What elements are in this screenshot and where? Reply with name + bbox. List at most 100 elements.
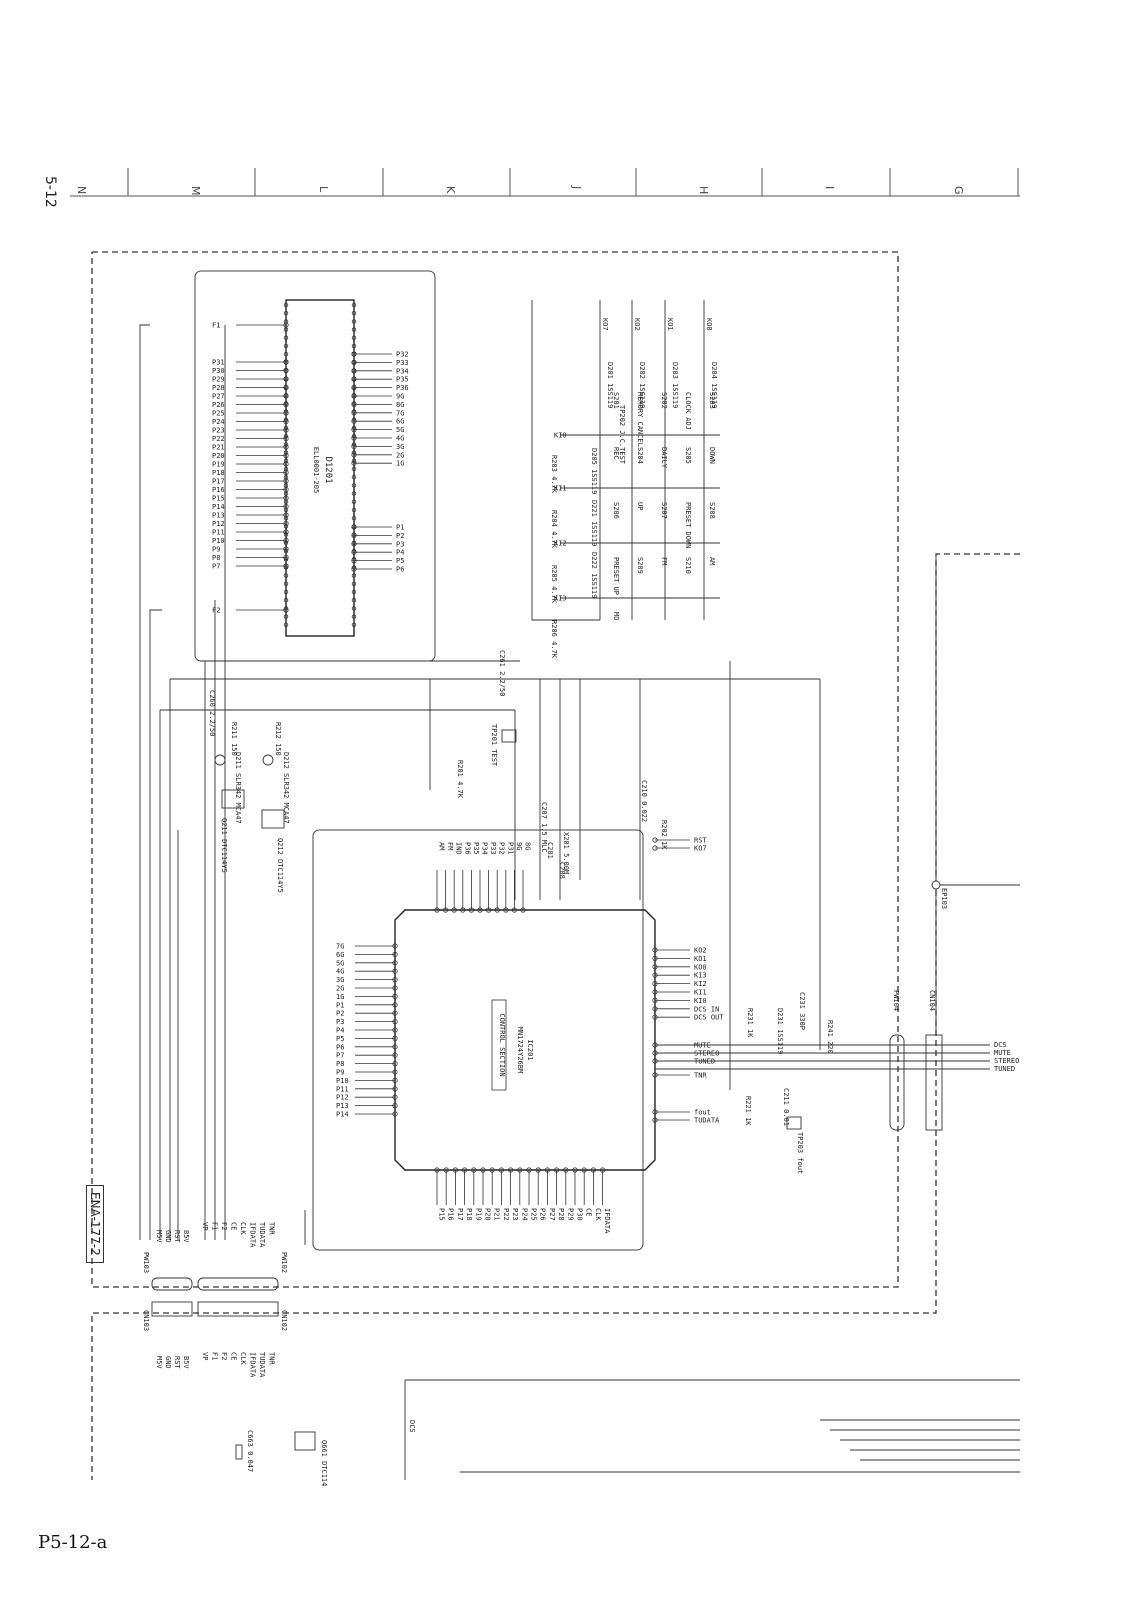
display-pin-dot — [283, 475, 289, 480]
key-switch-label: S205 — [684, 447, 692, 464]
display-pin — [351, 426, 357, 433]
display-pin-dot — [351, 565, 357, 570]
display-pin-dot — [283, 425, 289, 431]
mcu-pin — [494, 907, 500, 913]
display-pin — [351, 418, 357, 424]
connector-signal-label: TUNED — [994, 1065, 1015, 1073]
key-switch-label: S207 — [660, 502, 668, 519]
display-pin-dot — [283, 368, 289, 373]
mcu-pin — [452, 1167, 458, 1173]
mcu-top-pin-label: P35 — [472, 842, 480, 855]
display-pin-dot — [351, 466, 357, 472]
part-label: X201 5.00M — [562, 832, 570, 874]
mcu-right-signal-label: TUDATA — [694, 1117, 720, 1125]
display-pin-label-left: P31 — [212, 359, 225, 367]
mcu-right-signal-label: STEREO — [694, 1050, 719, 1058]
wiring — [139, 324, 821, 1245]
mcu-right-signal-label: KI1 — [694, 989, 707, 997]
connector-signal-label: TNR — [268, 1352, 276, 1365]
mcu-left-pin-label: 1G — [336, 993, 344, 1001]
display-pin-label-right: 8G — [396, 401, 404, 409]
key-switch-label: FM — [660, 557, 668, 565]
mcu-left-pin-label: P2 — [336, 1010, 344, 1018]
key-switch-label: AM — [708, 557, 716, 565]
mcu-top-pin-label: P36 — [463, 842, 471, 855]
part-label: D212 SLR342 MCA47 — [282, 752, 290, 824]
display-pin-dot — [283, 450, 289, 455]
display-pin-dot — [351, 516, 357, 521]
mcu-right-signal-label: KI3 — [694, 972, 707, 980]
display-pin — [283, 452, 289, 459]
mcu-pin — [652, 837, 658, 843]
display-pin-dot — [283, 401, 289, 406]
connector-signal-label: GND — [164, 1356, 172, 1369]
display-pin — [351, 401, 357, 407]
display-pin — [283, 503, 289, 510]
mcu-pin — [480, 1167, 486, 1173]
mcu-top-pin-label: P32 — [498, 842, 506, 855]
display-pin-label-left: P12 — [212, 520, 225, 528]
part-label: R221 1K — [744, 1096, 752, 1126]
key-diode-label: D205 1SS119 — [590, 448, 598, 494]
mcu-top-pin-label: AM — [438, 842, 446, 850]
display-pin-dot — [283, 417, 289, 422]
mcu-pin — [535, 1167, 541, 1173]
display-pin-label-left: P7 — [212, 563, 220, 571]
display-pin-dot — [283, 319, 289, 324]
display-pin — [351, 443, 357, 449]
connector-ref: PW104 — [892, 990, 900, 1011]
part-label: C231 330P — [798, 992, 806, 1030]
display-pin-label-left: P27 — [212, 393, 225, 401]
display-pin-label-left: P29 — [212, 376, 225, 384]
mcu-pin — [392, 968, 398, 974]
mcu-part: MN1724Y26BM — [516, 1027, 524, 1073]
display-pin — [283, 607, 289, 613]
mcu-pin — [477, 907, 483, 913]
display-pin — [283, 554, 289, 561]
mcu-pin — [485, 907, 492, 913]
display-pin-label-right: P5 — [396, 557, 404, 565]
mcu-bottom-pin-label: P29 — [566, 1208, 574, 1221]
mcu-left-pin-label: P12 — [336, 1094, 349, 1102]
key-switch-label: DAILY — [660, 447, 668, 469]
mcu-pin — [652, 972, 658, 978]
mcu-right-signal-label: TUNED — [694, 1058, 715, 1066]
mcu-pin — [526, 1167, 532, 1173]
key-input-label: KI2 — [554, 540, 567, 548]
key-switch-label: UP — [636, 502, 644, 510]
mcu-pin — [581, 1167, 587, 1173]
display-pin-dot — [283, 442, 289, 447]
display-pin-dot — [351, 360, 357, 365]
mcu-pin — [489, 1167, 495, 1173]
display-pin — [283, 444, 289, 450]
display-pin-dot — [351, 343, 357, 349]
display-pin-label-left: P28 — [212, 384, 225, 392]
display-pin-dot — [283, 434, 289, 439]
display-pin — [283, 461, 289, 467]
mcu-pin — [652, 997, 658, 1004]
mcu-bottom-pin-label: P19 — [474, 1208, 482, 1221]
display-pin-dot — [283, 360, 289, 365]
key-diode-label: D202 1SS119 — [638, 362, 646, 408]
display-pin — [283, 469, 289, 476]
mcu-right-signal-label: KI2 — [694, 980, 707, 988]
mcu-pin — [652, 947, 658, 953]
page-footer: P5-12-a — [38, 1532, 108, 1553]
display-pin-dot — [351, 573, 357, 578]
display-pin-dot — [351, 368, 357, 373]
display-pin-dot — [283, 499, 289, 504]
mcu-bottom-pin-label: P27 — [548, 1208, 556, 1221]
mcu-pin — [392, 1111, 398, 1117]
ruler-letter: G — [952, 186, 965, 195]
mcu-top-pin-label: FM — [446, 842, 454, 850]
mcu-pin — [460, 907, 466, 913]
display-pin-label-left: P15 — [212, 495, 225, 503]
mcu-pin — [392, 943, 398, 949]
connector-signal-label: CLK — [239, 1222, 247, 1235]
key-resistor-label: R206 4.7K — [550, 620, 558, 659]
key-resistor-label: R204 4.7K — [550, 510, 558, 549]
mcu-top-pin-label: P34 — [481, 842, 489, 855]
mcu-bottom-pin-label: P30 — [576, 1208, 584, 1221]
